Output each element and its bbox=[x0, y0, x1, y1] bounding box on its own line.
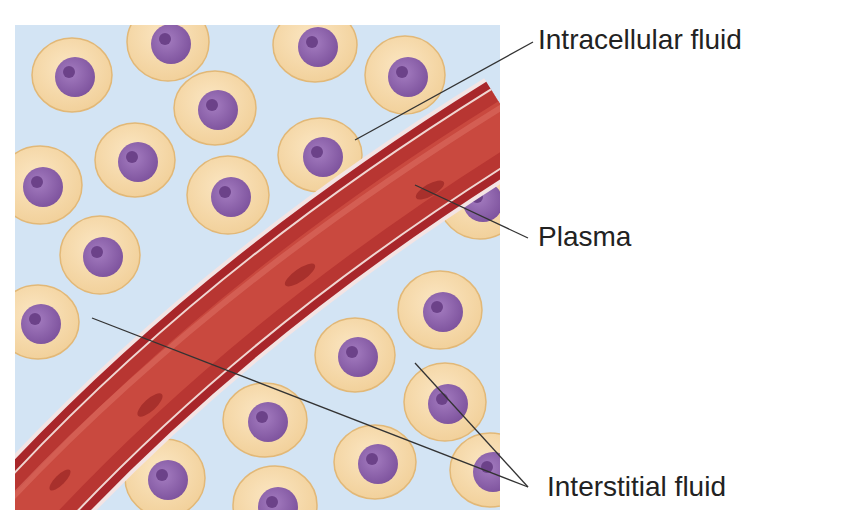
cell bbox=[32, 38, 112, 112]
cell bbox=[450, 433, 500, 507]
part-label: Intracellular fluid bbox=[538, 25, 742, 56]
cell bbox=[15, 146, 82, 224]
part-label: Interstitial fluid bbox=[547, 472, 726, 503]
part-label: Plasma bbox=[538, 222, 631, 253]
cell bbox=[365, 36, 445, 114]
cells bbox=[15, 25, 500, 510]
cell bbox=[95, 123, 175, 197]
cell bbox=[223, 383, 307, 457]
tissue bbox=[15, 25, 500, 510]
leader-lines bbox=[92, 42, 533, 487]
cell bbox=[174, 71, 256, 145]
cell bbox=[273, 25, 357, 82]
cell bbox=[404, 363, 486, 441]
cell bbox=[15, 285, 79, 359]
cell bbox=[60, 216, 140, 294]
cell bbox=[233, 466, 317, 510]
cell bbox=[127, 25, 209, 81]
cell bbox=[187, 156, 269, 234]
blood-vessel bbox=[15, 102, 500, 510]
cell bbox=[398, 271, 482, 349]
cell bbox=[334, 425, 416, 499]
cell bbox=[315, 318, 395, 392]
